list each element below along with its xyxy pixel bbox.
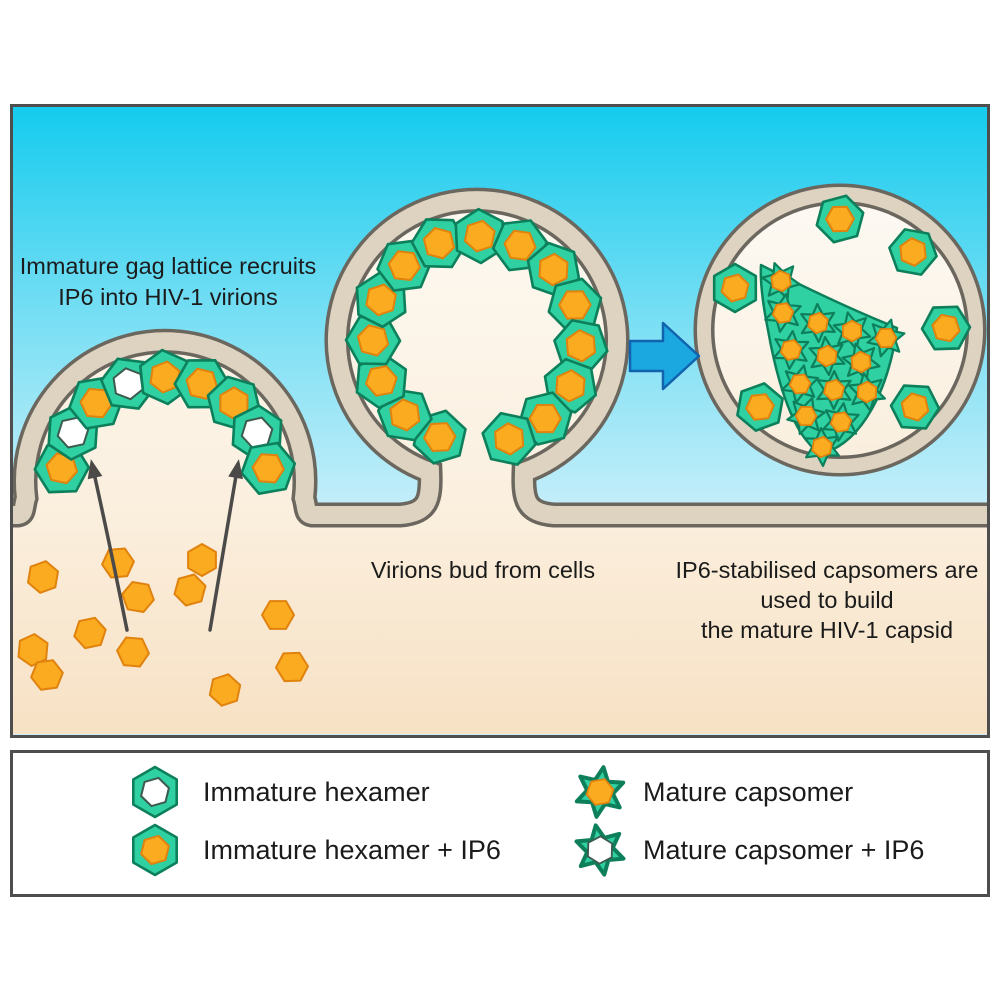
legend-label-mature-capsomer: Mature capsomer bbox=[643, 777, 853, 807]
ip6-molecule bbox=[30, 659, 64, 691]
ip6-molecules bbox=[17, 543, 309, 707]
maturation-arrow-icon bbox=[628, 321, 701, 391]
ip6-molecule bbox=[173, 573, 207, 607]
membrane-band bbox=[12, 191, 988, 524]
legend-panel-border bbox=[10, 750, 990, 897]
immature-hexamer-ip6 bbox=[712, 262, 758, 314]
mature-capsomer-ip6 bbox=[847, 372, 887, 412]
cell-membrane bbox=[11, 187, 988, 528]
recruitment-arrow bbox=[87, 459, 129, 632]
mature-capsomer-ip6 bbox=[780, 364, 820, 404]
mature-capsomer-ip6 bbox=[786, 396, 826, 436]
virion-membrane-band bbox=[697, 187, 983, 473]
legend-panel: Immature hexamer Immature hexamer + IP6 … bbox=[10, 750, 990, 897]
mature-capsomer-ip6 bbox=[866, 318, 906, 358]
legend-label-immature-hexamer: Immature hexamer bbox=[203, 777, 430, 807]
capsid-cone-capsomers bbox=[761, 262, 906, 468]
recruitment-arrow bbox=[208, 459, 244, 632]
caption-recruitment-line1: Immature gag lattice recruits bbox=[20, 253, 316, 279]
mature-capsomer-icon bbox=[574, 765, 626, 819]
cell-interior bbox=[12, 200, 988, 735]
mature-capsomer-ip6 bbox=[841, 342, 881, 382]
immature-hexamer-ip6 bbox=[344, 315, 402, 366]
immature-hexamer-icon bbox=[131, 765, 179, 819]
ip6-molecule bbox=[208, 673, 242, 707]
caption-capsid-line3: the mature HIV-1 capsid bbox=[701, 617, 953, 643]
ip6-molecule bbox=[17, 633, 49, 667]
mature-capsomer-ip6 bbox=[764, 293, 802, 333]
legend-label-mature-capsomer-ip6: Mature capsomer + IP6 bbox=[643, 835, 924, 865]
mature-capsomer-ip6 bbox=[800, 302, 836, 344]
main-panel-border bbox=[10, 104, 990, 738]
mature-capsomer-ip6 bbox=[822, 402, 860, 442]
released-virion-free-hexamers bbox=[712, 194, 972, 432]
immature-hexamer-ip6 bbox=[920, 305, 972, 351]
arrowhead-icon bbox=[87, 459, 103, 480]
legend-label-immature-hexamer-ip6: Immature hexamer + IP6 bbox=[203, 835, 501, 865]
immature-hexamer-ip6 bbox=[410, 218, 468, 269]
mature-capsomer-icon bbox=[574, 765, 626, 819]
immature-hexamer-ip6 bbox=[355, 352, 408, 410]
caption-capsid-line2: used to build bbox=[760, 587, 893, 613]
ip6-molecule bbox=[27, 560, 59, 594]
immature-hexamer-ip6-icon bbox=[131, 823, 179, 877]
mature-capsomer-ip6 bbox=[816, 369, 852, 411]
immature-hexamer-ip6 bbox=[481, 411, 537, 466]
immature-hexamer-ip6 bbox=[240, 441, 297, 496]
mature-capsomer-ip6 bbox=[772, 330, 810, 370]
mature-capsomer-ip6-icon bbox=[574, 823, 626, 877]
immature-hexamer-ip6 bbox=[454, 207, 506, 265]
caption-budding: Virions bud from cells bbox=[371, 557, 595, 583]
ip6-molecule bbox=[187, 543, 217, 577]
ip6-recruitment-arrows bbox=[87, 459, 244, 632]
immature-hexamer-ip6 bbox=[517, 391, 573, 446]
ip6-molecule bbox=[73, 616, 107, 650]
caption-recruitment-line2: IP6 into HIV-1 virions bbox=[58, 284, 277, 310]
budding-virion-gag-lattice bbox=[344, 207, 609, 466]
budding-dome-gag-lattice bbox=[33, 348, 297, 496]
mature-capsomer-ip6-icon bbox=[574, 823, 626, 877]
ip6-molecule bbox=[116, 636, 150, 668]
immature-hexamer-ip6 bbox=[815, 194, 865, 244]
ip6-molecule bbox=[121, 581, 155, 613]
caption-capsid-line1: IP6-stabilised capsomers are bbox=[675, 557, 978, 583]
mature-capsomer-ip6 bbox=[832, 311, 872, 351]
mature-capsomer-ip6 bbox=[761, 262, 801, 300]
immature-hexamer-ip6 bbox=[888, 228, 938, 276]
immature-hexamer-icon bbox=[131, 765, 179, 819]
immature-hexamer-ip6 bbox=[736, 382, 784, 432]
ip6-molecule bbox=[275, 651, 309, 683]
immature-hexamer-ip6 bbox=[547, 277, 603, 333]
mature-capsomer-ip6 bbox=[803, 426, 841, 468]
immature-hexamer-ip6 bbox=[889, 384, 941, 430]
mature-capsomer-ip6 bbox=[808, 336, 846, 376]
ip6-molecule bbox=[261, 600, 295, 630]
immature-hexamer-ip6-icon bbox=[131, 823, 179, 877]
arrowhead-icon bbox=[228, 459, 244, 480]
